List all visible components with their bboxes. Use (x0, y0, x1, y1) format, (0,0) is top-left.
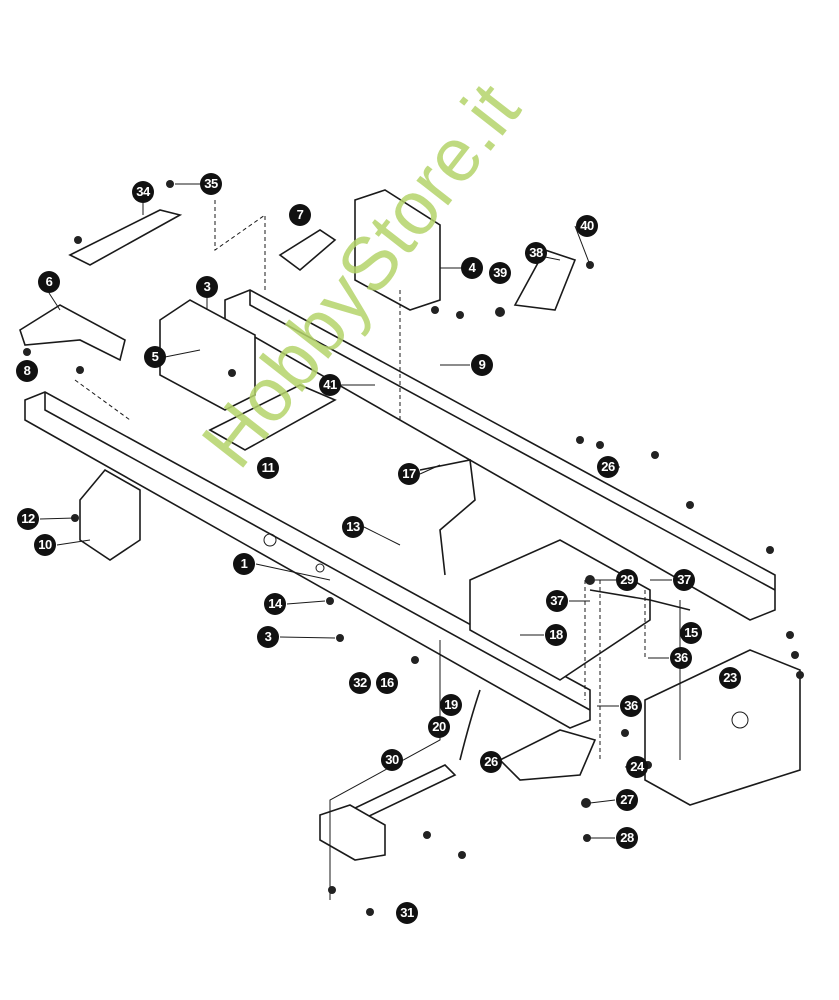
plate-26 (498, 729, 597, 781)
callout-29[interactable]: 29 (616, 569, 638, 591)
plate-23 (644, 649, 801, 806)
bracket-6 (19, 304, 126, 362)
bracket-30 (319, 804, 386, 861)
bracket-4 (354, 189, 441, 311)
callout-34[interactable]: 34 (132, 181, 154, 203)
callout-1[interactable]: 1 (233, 553, 255, 575)
callout-10[interactable]: 10 (34, 534, 56, 556)
callout-31[interactable]: 31 (396, 902, 418, 924)
callout-26[interactable]: 26 (597, 456, 619, 478)
callout-19[interactable]: 19 (440, 694, 462, 716)
callout-41[interactable]: 41 (319, 374, 341, 396)
rod-15 (589, 589, 691, 611)
callout-24[interactable]: 24 (626, 756, 648, 778)
callout-26[interactable]: 26 (480, 751, 502, 773)
rod-17 (419, 459, 476, 576)
callout-38[interactable]: 38 (525, 242, 547, 264)
callout-6[interactable]: 6 (38, 271, 60, 293)
cross-member-11 (208, 384, 337, 451)
callout-14[interactable]: 14 (264, 593, 286, 615)
callout-7[interactable]: 7 (289, 204, 311, 226)
callout-36[interactable]: 36 (670, 647, 692, 669)
callout-20[interactable]: 20 (428, 716, 450, 738)
callout-37[interactable]: 37 (673, 569, 695, 591)
pedal-arm (459, 689, 481, 761)
callout-30[interactable]: 30 (381, 749, 403, 771)
callout-16[interactable]: 16 (376, 672, 398, 694)
bracket-7 (278, 229, 337, 272)
frame-rail-left (24, 391, 591, 729)
callout-40[interactable]: 40 (576, 215, 598, 237)
callout-9[interactable]: 9 (471, 354, 493, 376)
callout-8[interactable]: 8 (16, 360, 38, 382)
callout-35[interactable]: 35 (200, 173, 222, 195)
callout-37[interactable]: 37 (546, 590, 568, 612)
callout-12[interactable]: 12 (17, 508, 39, 530)
callout-5[interactable]: 5 (144, 346, 166, 368)
bracket-34 (68, 209, 183, 266)
callout-11[interactable]: 11 (257, 457, 279, 479)
callout-3[interactable]: 3 (196, 276, 218, 298)
callout-4[interactable]: 4 (461, 257, 483, 279)
callout-15[interactable]: 15 (680, 622, 702, 644)
callout-39[interactable]: 39 (489, 262, 511, 284)
callout-18[interactable]: 18 (545, 624, 567, 646)
callout-32[interactable]: 32 (349, 672, 371, 694)
bracket-38 (513, 249, 577, 311)
callout-23[interactable]: 23 (719, 667, 741, 689)
callout-27[interactable]: 27 (616, 789, 638, 811)
callout-13[interactable]: 13 (342, 516, 364, 538)
callout-17[interactable]: 17 (398, 463, 420, 485)
callout-28[interactable]: 28 (616, 827, 638, 849)
bracket-10 (79, 468, 141, 561)
callout-3[interactable]: 3 (257, 626, 279, 648)
callout-36[interactable]: 36 (620, 695, 642, 717)
bracket-3 (159, 299, 256, 411)
